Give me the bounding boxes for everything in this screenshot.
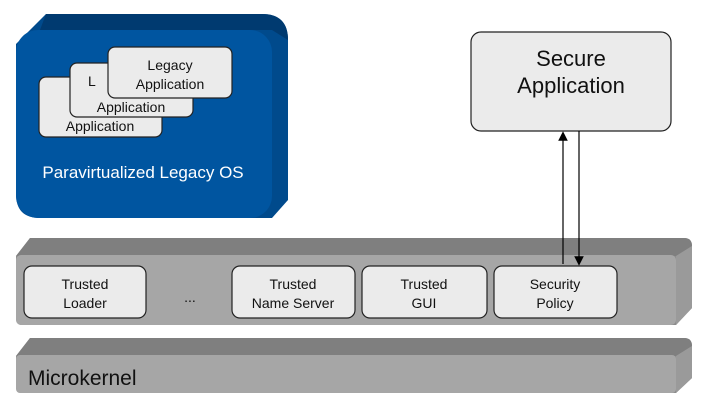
legacy-app-front-label-line2: Application: [136, 76, 205, 92]
trusted-loader-label-line2: Loader: [63, 295, 107, 311]
microkernel-label: Microkernel: [28, 367, 137, 390]
trusted-gui-label-line1: Trusted: [401, 276, 448, 292]
trusted-name-server-box: Trusted Name Server: [231, 265, 356, 319]
ellipsis: ...: [184, 289, 196, 305]
legacy-app-front-label-line1: Legacy: [147, 57, 192, 73]
trusted-loader-box: Trusted Loader: [23, 265, 147, 319]
security-policy-label-line1: Security: [530, 276, 581, 292]
legacy-app-back-label: Application: [66, 118, 135, 134]
secure-application-box: Secure Application: [470, 31, 672, 132]
legacy-app-front: Legacy Application: [107, 46, 233, 99]
trusted-name-server-label-line1: Trusted: [270, 276, 317, 292]
legacy-app-middle-label: Application: [97, 99, 166, 115]
trusted-services-layer: Trusted Loader ... Trusted Name Server T…: [16, 238, 692, 325]
legacy-os-block: Application L Application Legacy Applica…: [16, 14, 288, 218]
trusted-name-server-label-line2: Name Server: [252, 295, 335, 311]
security-policy-box: Security Policy: [493, 265, 618, 319]
trusted-loader-label-line1: Trusted: [62, 276, 109, 292]
trusted-gui-box: Trusted GUI: [361, 265, 488, 319]
secure-app-label-line2: Application: [517, 73, 625, 98]
legacy-app-middle-label-line1: L: [88, 73, 96, 89]
trusted-gui-label-line2: GUI: [412, 295, 437, 311]
legacy-os-label: Paravirtualized Legacy OS: [42, 163, 243, 182]
secure-app-label-line1: Secure: [536, 46, 606, 71]
security-policy-label-line2: Policy: [536, 295, 573, 311]
microkernel-layer: Microkernel: [16, 338, 692, 393]
